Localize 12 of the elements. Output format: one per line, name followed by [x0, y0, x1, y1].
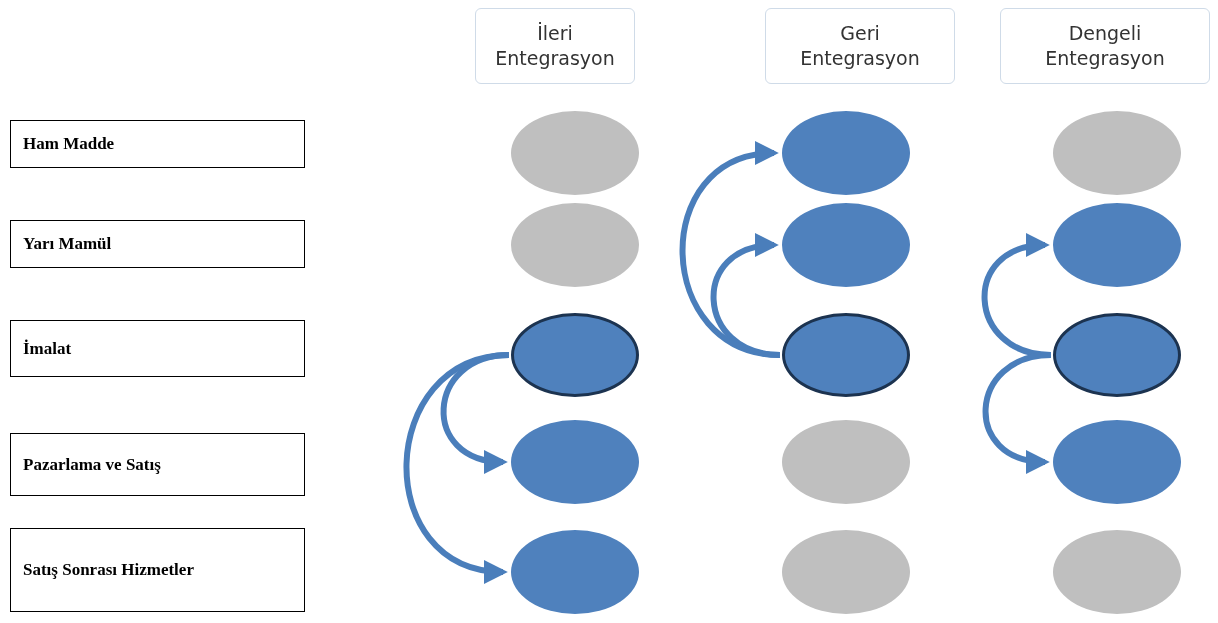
curved-arrow — [679, 143, 781, 358]
stage-box: İmalat — [10, 320, 305, 377]
stage-box: Pazarlama ve Satış — [10, 433, 305, 496]
curved-arrow — [981, 235, 1052, 358]
stage-box: Yarı Mamül — [10, 220, 305, 268]
curved-arrow — [403, 352, 510, 582]
header-box: İleri Entegrasyon — [475, 8, 635, 84]
header-box: Geri Entegrasyon — [765, 8, 955, 84]
stage-box: Satış Sonrası Hizmetler — [10, 528, 305, 612]
header-box: Dengeli Entegrasyon — [1000, 8, 1210, 84]
curved-arrow — [982, 352, 1052, 472]
stage-box: Ham Madde — [10, 120, 305, 168]
